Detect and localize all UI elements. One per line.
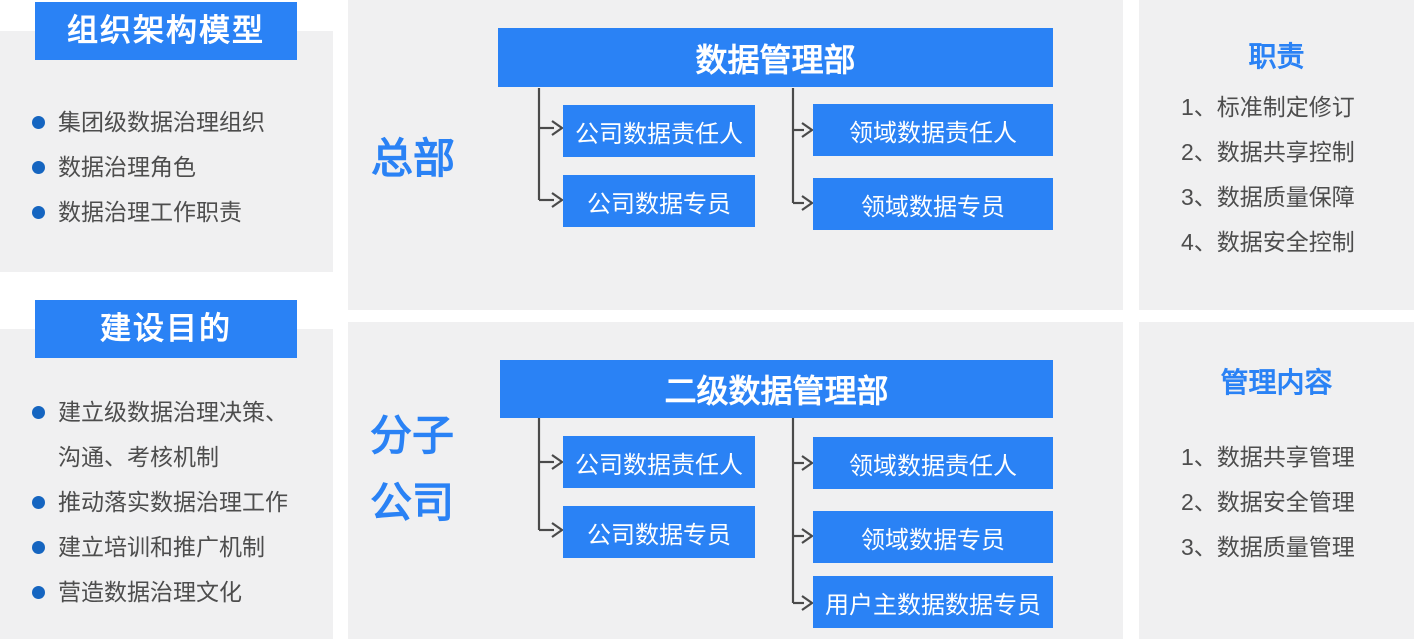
hq-domain-role-box: 领域数据责任人	[813, 104, 1053, 156]
subsidiary-domain-role-box: 领域数据专员	[813, 511, 1053, 563]
hq-domain-role-box: 领域数据专员	[813, 178, 1053, 230]
purpose-title-badge: 建设目的	[35, 300, 297, 358]
management-title: 管理内容	[1220, 367, 1333, 398]
duties-list: 1、标准制定修订 2、数据共享控制 3、数据质量保障 4、数据安全控制	[1181, 85, 1406, 265]
bullet-dot-icon	[32, 116, 45, 129]
hq-group-label: 总部	[370, 135, 455, 182]
list-item: 1、标准制定修订	[1181, 94, 1355, 120]
subsidiary-group-label: 分子公司	[369, 412, 454, 526]
subsidiary-company-role-box: 公司数据责任人	[563, 436, 755, 488]
list-item: 3、数据质量保障	[1181, 184, 1355, 210]
panel-management: 管理内容 1、数据共享管理 2、数据安全管理 3、数据质量管理	[1139, 322, 1414, 639]
list-item-label: 数据治理工作职责	[58, 199, 242, 225]
management-list: 1、数据共享管理 2、数据安全管理 3、数据质量管理	[1181, 435, 1406, 570]
hq-connector-arrows	[537, 88, 814, 211]
hq-dept-box: 数据管理部	[498, 28, 1053, 87]
list-item-label: 集团级数据治理组织	[58, 109, 265, 135]
panel-hq-chart: 总部 数据管理部 公司数据责任人 公司数据专员 领域数据责任人 领域数据专员	[348, 0, 1123, 310]
list-item: 推动落实数据治理工作	[32, 480, 316, 525]
bullet-dot-icon	[32, 586, 45, 599]
list-item-label: 建立培训和推广机制	[58, 534, 265, 560]
bullet-dot-icon	[32, 406, 45, 419]
panel-subsidiary-chart: 分子公司 二级数据管理部 公司数据责任人 公司数据专员 领域数据责任人 领域数据…	[348, 322, 1123, 639]
subsidiary-domain-role-box: 用户主数据数据专员	[813, 576, 1053, 628]
subsidiary-dept-box: 二级数据管理部	[500, 360, 1053, 418]
duties-title: 职责	[1248, 41, 1305, 72]
panel-org-model	[0, 31, 333, 272]
list-item: 3、数据质量管理	[1181, 534, 1355, 560]
list-item: 2、数据共享控制	[1181, 139, 1355, 165]
bullet-dot-icon	[32, 496, 45, 509]
bullet-dot-icon	[32, 206, 45, 219]
subsidiary-connector-arrows	[537, 418, 814, 611]
panel-purpose	[0, 329, 333, 639]
list-item-label: 数据治理角色	[58, 154, 196, 180]
list-item: 集团级数据治理组织	[32, 100, 312, 145]
list-item: 营造数据治理文化	[32, 570, 316, 615]
list-item: 4、数据安全控制	[1181, 229, 1355, 255]
bullet-dot-icon	[32, 161, 45, 174]
subsidiary-domain-role-box: 领域数据责任人	[813, 437, 1053, 489]
org-model-list: 集团级数据治理组织 数据治理角色 数据治理工作职责	[32, 100, 312, 235]
list-item: 建立培训和推广机制	[32, 525, 316, 570]
list-item: 数据治理工作职责	[32, 190, 312, 235]
bullet-dot-icon	[32, 541, 45, 554]
purpose-list: 建立级数据治理决策、沟通、考核机制 推动落实数据治理工作 建立培训和推广机制 营…	[32, 390, 316, 615]
list-item-label: 营造数据治理文化	[58, 579, 242, 605]
hq-company-role-box: 公司数据责任人	[563, 105, 755, 157]
org-model-title-badge: 组织架构模型	[35, 2, 297, 60]
list-item-label: 推动落实数据治理工作	[58, 489, 288, 515]
subsidiary-company-role-box: 公司数据专员	[563, 506, 755, 558]
list-item: 数据治理角色	[32, 145, 312, 190]
hq-company-role-box: 公司数据专员	[563, 175, 755, 227]
purpose-title: 建设目的	[100, 311, 232, 346]
list-item: 建立级数据治理决策、沟通、考核机制	[32, 390, 316, 480]
list-item: 2、数据安全管理	[1181, 489, 1355, 515]
org-model-title: 组织架构模型	[67, 13, 265, 48]
list-item-label: 建立级数据治理决策、沟通、考核机制	[58, 399, 288, 470]
list-item: 1、数据共享管理	[1181, 444, 1355, 470]
panel-duties: 职责 1、标准制定修订 2、数据共享控制 3、数据质量保障 4、数据安全控制	[1139, 0, 1414, 310]
